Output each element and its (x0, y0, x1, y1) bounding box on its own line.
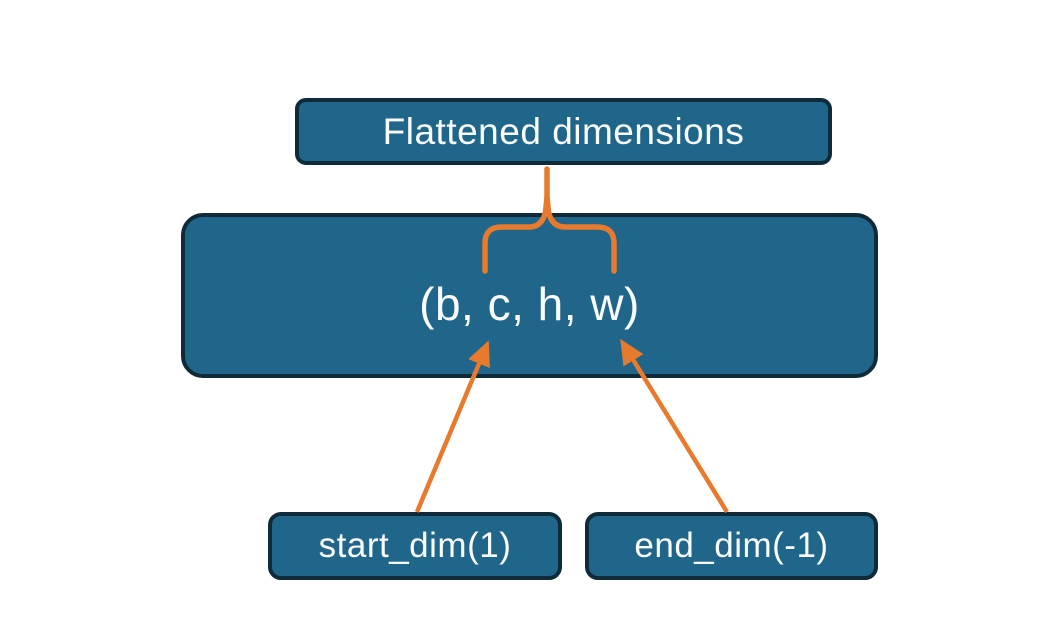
start-dim-box: start_dim(1) (268, 512, 562, 580)
flattened-dimensions-label: Flattened dimensions (382, 110, 745, 152)
tensor-shape-box: (b, c, h, w) (181, 213, 878, 378)
end-dim-box: end_dim(-1) (585, 512, 878, 580)
start-dim-label: start_dim(1) (318, 526, 512, 565)
flattened-dimensions-box: Flattened dimensions (295, 98, 832, 165)
end-dim-label: end_dim(-1) (634, 526, 829, 565)
tensor-shape-label: (b, c, h, w) (419, 277, 640, 330)
